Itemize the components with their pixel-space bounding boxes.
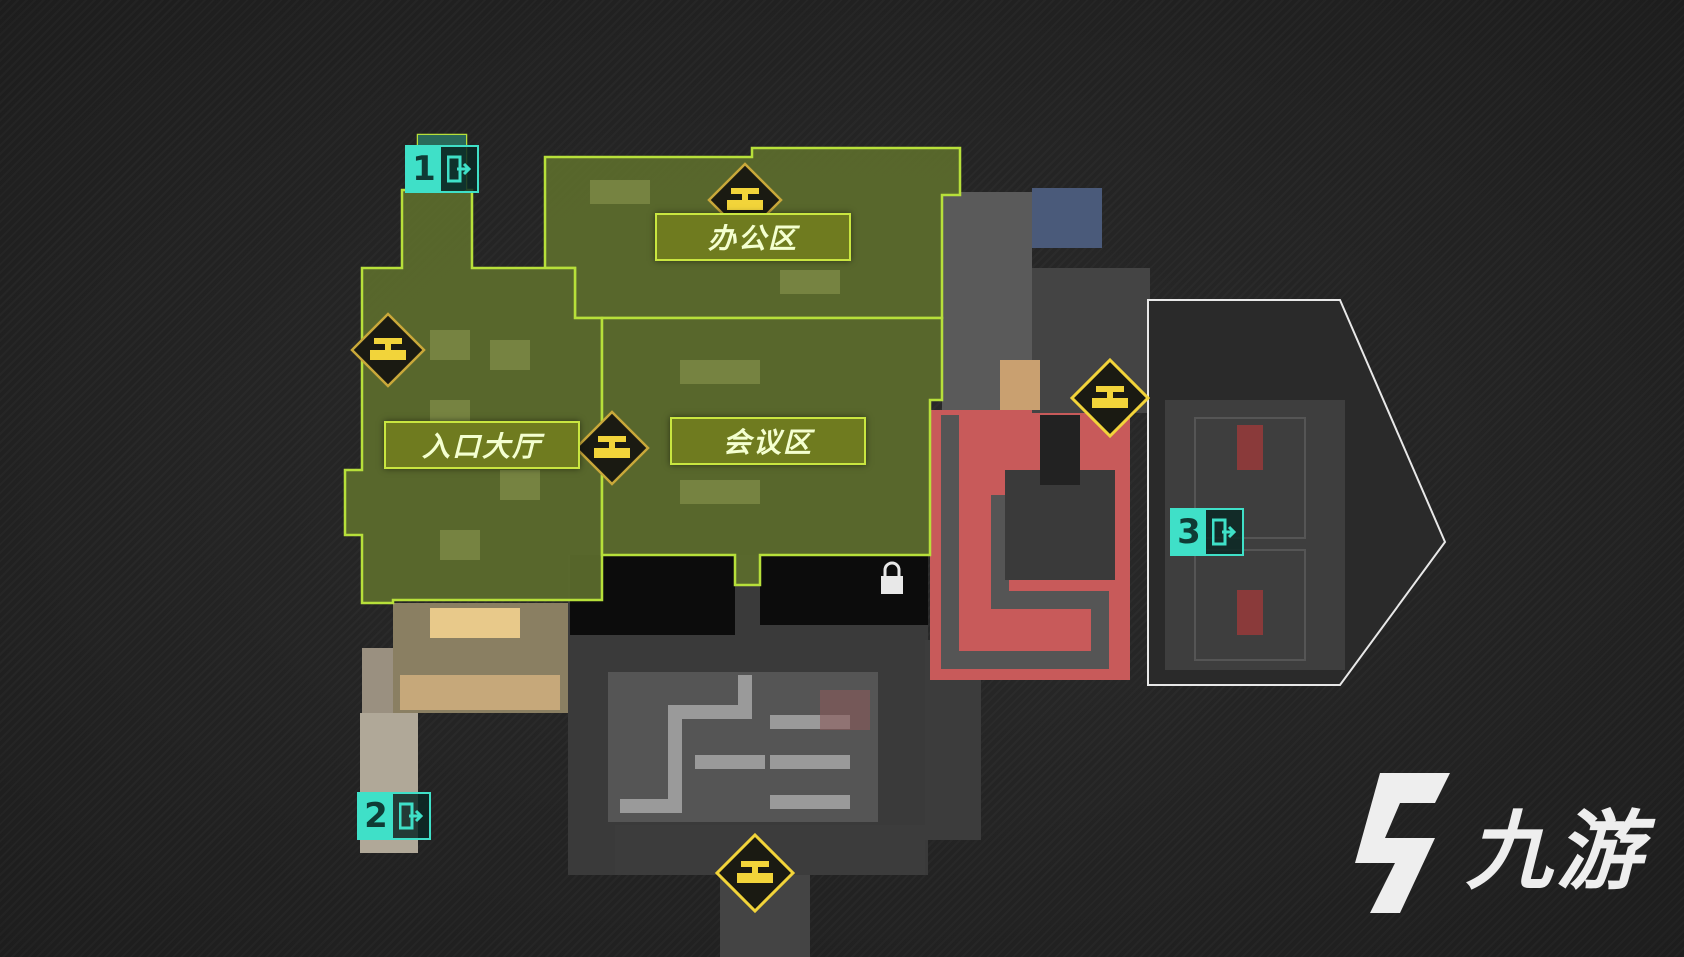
zone-label-office[interactable]: 办公区 — [655, 213, 851, 261]
hallway-pattern — [620, 675, 870, 813]
exit-number: 3 — [1172, 510, 1206, 554]
valve-marker[interactable] — [574, 410, 650, 486]
valve-icon — [737, 861, 773, 883]
valve-marker[interactable] — [714, 832, 796, 914]
grey-rooms — [942, 188, 1150, 413]
green-zones — [343, 133, 962, 605]
zone-label-lobby[interactable]: 入口大厅 — [384, 421, 580, 469]
watermark: 九游 — [1340, 763, 1646, 923]
watermark-text: 九游 — [1466, 801, 1646, 902]
valve-icon — [370, 338, 406, 360]
jiuyou-logo-icon — [1355, 773, 1450, 913]
door-exit-icon — [393, 794, 429, 838]
exit-number: 1 — [407, 147, 441, 191]
exit-marker-3[interactable]: 3 — [1170, 508, 1244, 556]
exit-marker-1[interactable]: 1 — [405, 145, 479, 193]
basketball-court — [1147, 299, 1447, 686]
valve-icon — [1092, 386, 1128, 408]
red-area — [930, 410, 1130, 680]
lock-icon — [881, 561, 903, 594]
exit-number: 2 — [359, 794, 393, 838]
valve-icon — [594, 436, 630, 458]
door-exit-icon — [1206, 510, 1242, 554]
exit-marker-2[interactable]: 2 — [357, 792, 431, 840]
zone-label-meeting[interactable]: 会议区 — [670, 417, 866, 465]
door-exit-icon — [441, 147, 477, 191]
valve-icon — [727, 188, 763, 210]
valve-marker[interactable] — [350, 312, 426, 388]
valve-marker[interactable] — [1069, 357, 1151, 439]
